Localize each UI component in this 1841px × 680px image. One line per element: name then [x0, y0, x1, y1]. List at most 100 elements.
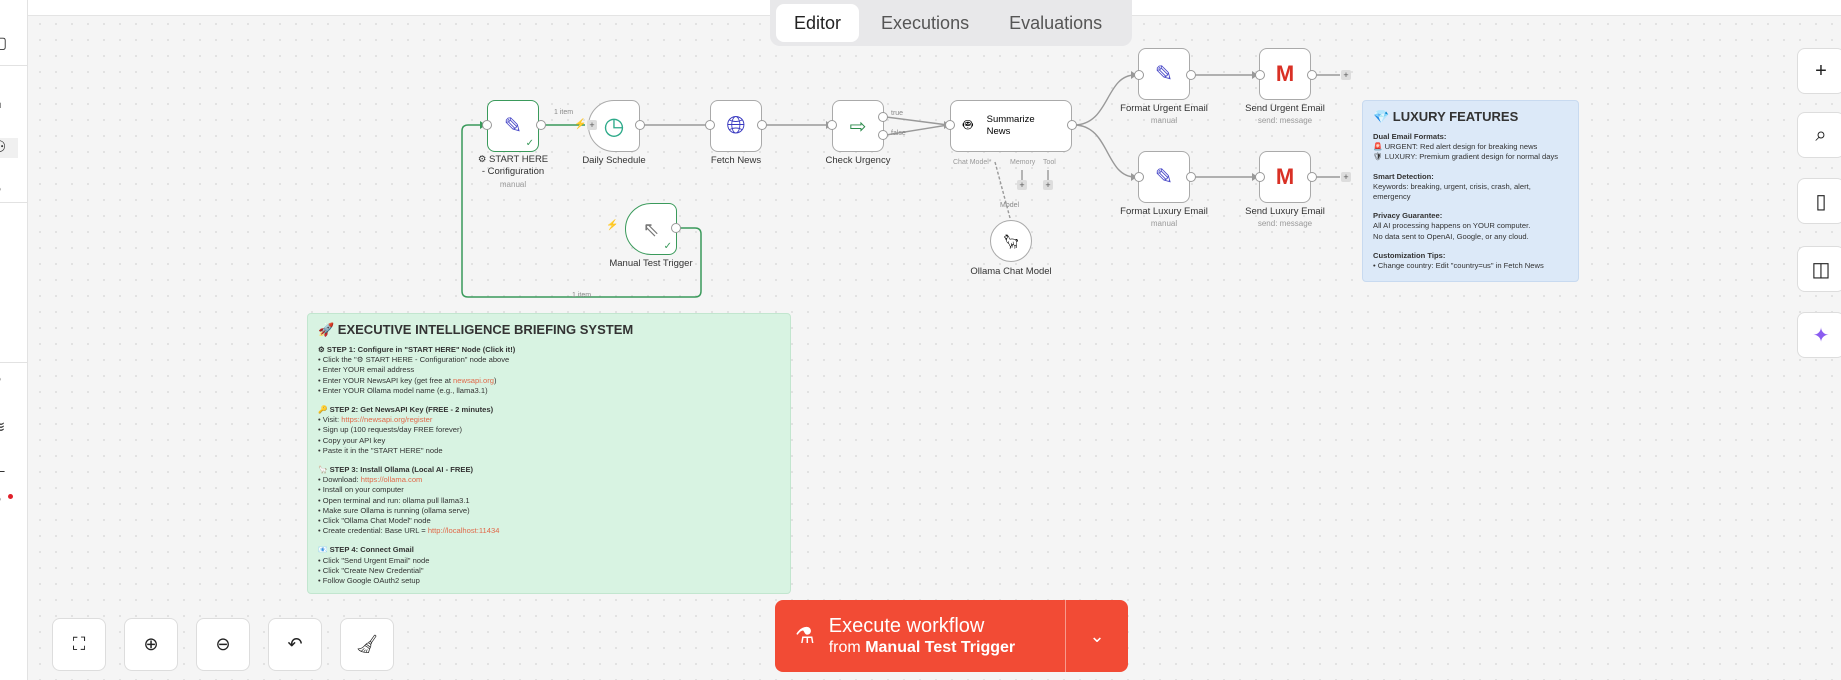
sticky-note-icon: ▯ [1815, 190, 1827, 213]
fit-view-button[interactable]: ⛶ [52, 618, 106, 671]
input-port[interactable] [1134, 172, 1144, 182]
branch-true-label: true [891, 110, 904, 117]
fullscreen-icon: ⛶ [72, 634, 86, 654]
note-heading: Customization Tips: [1373, 250, 1446, 260]
search-icon[interactable]: ⌕ [0, 0, 12, 16]
note-line: • Paste it in the "START HERE" node [318, 445, 443, 455]
zoom-in-button[interactable]: ⊕ [124, 618, 178, 671]
edge-summarize-luxury [1073, 124, 1136, 178]
add-node-button[interactable]: + [1341, 172, 1351, 182]
input-port[interactable] [1255, 70, 1265, 80]
lightning-icon: ⚡ [606, 220, 619, 231]
node-format-urgent-email[interactable]: ✎ [1138, 48, 1190, 100]
node-label: ⚙ START HERE - Configuration [477, 154, 549, 177]
node-format-luxury-email[interactable]: ✎ [1138, 151, 1190, 203]
divider [0, 362, 27, 363]
node-label: Check Urgency [825, 155, 891, 166]
output-port[interactable] [671, 223, 681, 233]
output-port[interactable] [635, 120, 645, 130]
help-icon[interactable]: ⊥ [0, 458, 12, 478]
input-port[interactable] [1255, 172, 1265, 182]
add-node-button[interactable]: + [1797, 48, 1841, 94]
input-port[interactable] [705, 120, 715, 130]
note-line: • Visit: [318, 415, 342, 425]
note-line: • Click the "⚙ START HERE - Configuratio… [318, 355, 510, 365]
sticky-note-briefing[interactable]: 🚀 EXECUTIVE INTELLIGENCE BRIEFING SYSTEM… [307, 313, 791, 594]
node-send-urgent-email[interactable]: M [1259, 48, 1311, 100]
undo-button[interactable]: ↶ [268, 618, 322, 671]
sticky-note-luxury-features[interactable]: 💎 LUXURY FEATURES Dual Email Formats: 🚨 … [1362, 100, 1579, 282]
note-line: • Make sure Ollama is running (ollama se… [318, 505, 470, 515]
add-node-button[interactable]: + [1341, 70, 1351, 80]
note-line: • Click "Create New Credential" [318, 565, 424, 575]
execute-workflow-button[interactable]: ⚗ Execute workflow from Manual Test Trig… [775, 600, 1128, 672]
note-line: All AI processing happens on YOUR comput… [1373, 221, 1531, 231]
tidy-up-button[interactable]: 🧹︎ [340, 618, 394, 671]
output-port[interactable] [757, 120, 767, 130]
toggle-panel-button[interactable]: ◫ [1797, 246, 1841, 292]
output-port[interactable] [1186, 172, 1196, 182]
step-heading: 🔑 STEP 2: Get NewsAPI Key (FREE - 2 minu… [318, 405, 494, 415]
newsapi-link[interactable]: newsapi.org [453, 375, 494, 385]
panel-icon[interactable]: ▢ [0, 34, 12, 54]
node-ollama-chat-model[interactable]: 🦙︎ [990, 220, 1032, 262]
plus-icon: + [1815, 59, 1827, 82]
output-port[interactable] [1067, 120, 1077, 130]
node-send-luxury-email[interactable]: M [1259, 151, 1311, 203]
node-start-here[interactable]: ✎✓ [487, 100, 539, 152]
edge-check-summarize [885, 116, 949, 136]
execute-title: Execute workflow [828, 615, 985, 637]
note-line: • Enter YOUR email address [318, 365, 415, 375]
input-port[interactable] [1134, 70, 1144, 80]
output-port[interactable] [1307, 172, 1317, 182]
execute-options-dropdown[interactable]: ⌄ [1066, 600, 1128, 672]
node-fetch-news[interactable]: 🌐︎ [710, 100, 762, 152]
zoom-in-icon: ⊕ [143, 634, 159, 654]
node-label: Format Luxury Email [1120, 206, 1208, 217]
home-icon[interactable]: ⌂ [0, 94, 12, 114]
zoom-out-button[interactable]: ⊖ [196, 618, 250, 671]
tab-evaluations[interactable]: Evaluations [1009, 12, 1103, 33]
input-port[interactable] [945, 120, 955, 130]
pencil-icon: ✎ [1154, 61, 1174, 86]
output-port[interactable] [536, 120, 546, 130]
edge-subports [1021, 170, 1049, 180]
ollama-link[interactable]: https://ollama.com [360, 475, 423, 485]
search-icon: ⌕ [1815, 123, 1827, 146]
users-icon[interactable]: ⚇ [0, 138, 18, 158]
output-port[interactable] [1186, 70, 1196, 80]
circle-icon[interactable]: ○ [0, 180, 12, 200]
node-manual-test-trigger[interactable]: ⇖✓ [625, 203, 677, 255]
false-output-port[interactable] [878, 130, 888, 140]
localhost-link[interactable]: http://localhost:11434 [427, 526, 500, 536]
layers-icon[interactable]: ≋ [0, 418, 12, 438]
ai-assistant-button[interactable]: ✦ [1797, 312, 1841, 358]
flask-icon: ⚗ [795, 623, 815, 648]
true-output-port[interactable] [878, 112, 888, 122]
note-line: • Download: [318, 475, 361, 485]
output-port[interactable] [1307, 70, 1317, 80]
chat-model-port-label: Chat Model* [953, 159, 992, 166]
add-tool-button[interactable]: + [1043, 180, 1053, 190]
tab-editor[interactable]: Editor [776, 4, 860, 42]
sparkle-icon: ✦ [1812, 324, 1830, 347]
user-avatar-icon[interactable]: ○ [0, 490, 12, 510]
node-subtitle: manual [1150, 116, 1178, 125]
tab-executions[interactable]: Executions [881, 12, 970, 33]
node-check-urgency[interactable]: ⇨ [832, 100, 884, 152]
add-input-button[interactable]: + [587, 120, 597, 130]
node-summarize-news[interactable]: 🤖︎ Summarize News [950, 100, 1072, 152]
add-sticky-button[interactable]: ▯ [1797, 178, 1841, 224]
search-nodes-button[interactable]: ⌕ [1797, 112, 1841, 158]
input-port[interactable] [827, 120, 837, 130]
templates-icon[interactable]: ○ [0, 370, 12, 390]
model-port-label: Model [1000, 202, 1020, 209]
execute-main[interactable]: ⚗ Execute workflow from Manual Test Trig… [775, 600, 1066, 672]
note-line: • Create credential: Base URL = [318, 526, 428, 536]
newsapi-register-link[interactable]: https://newsapi.org/register [341, 415, 433, 425]
add-memory-button[interactable]: + [1017, 180, 1027, 190]
input-port[interactable] [482, 120, 492, 130]
lightning-icon: ⚡ [574, 119, 587, 130]
node-label: Daily Schedule [582, 155, 646, 166]
